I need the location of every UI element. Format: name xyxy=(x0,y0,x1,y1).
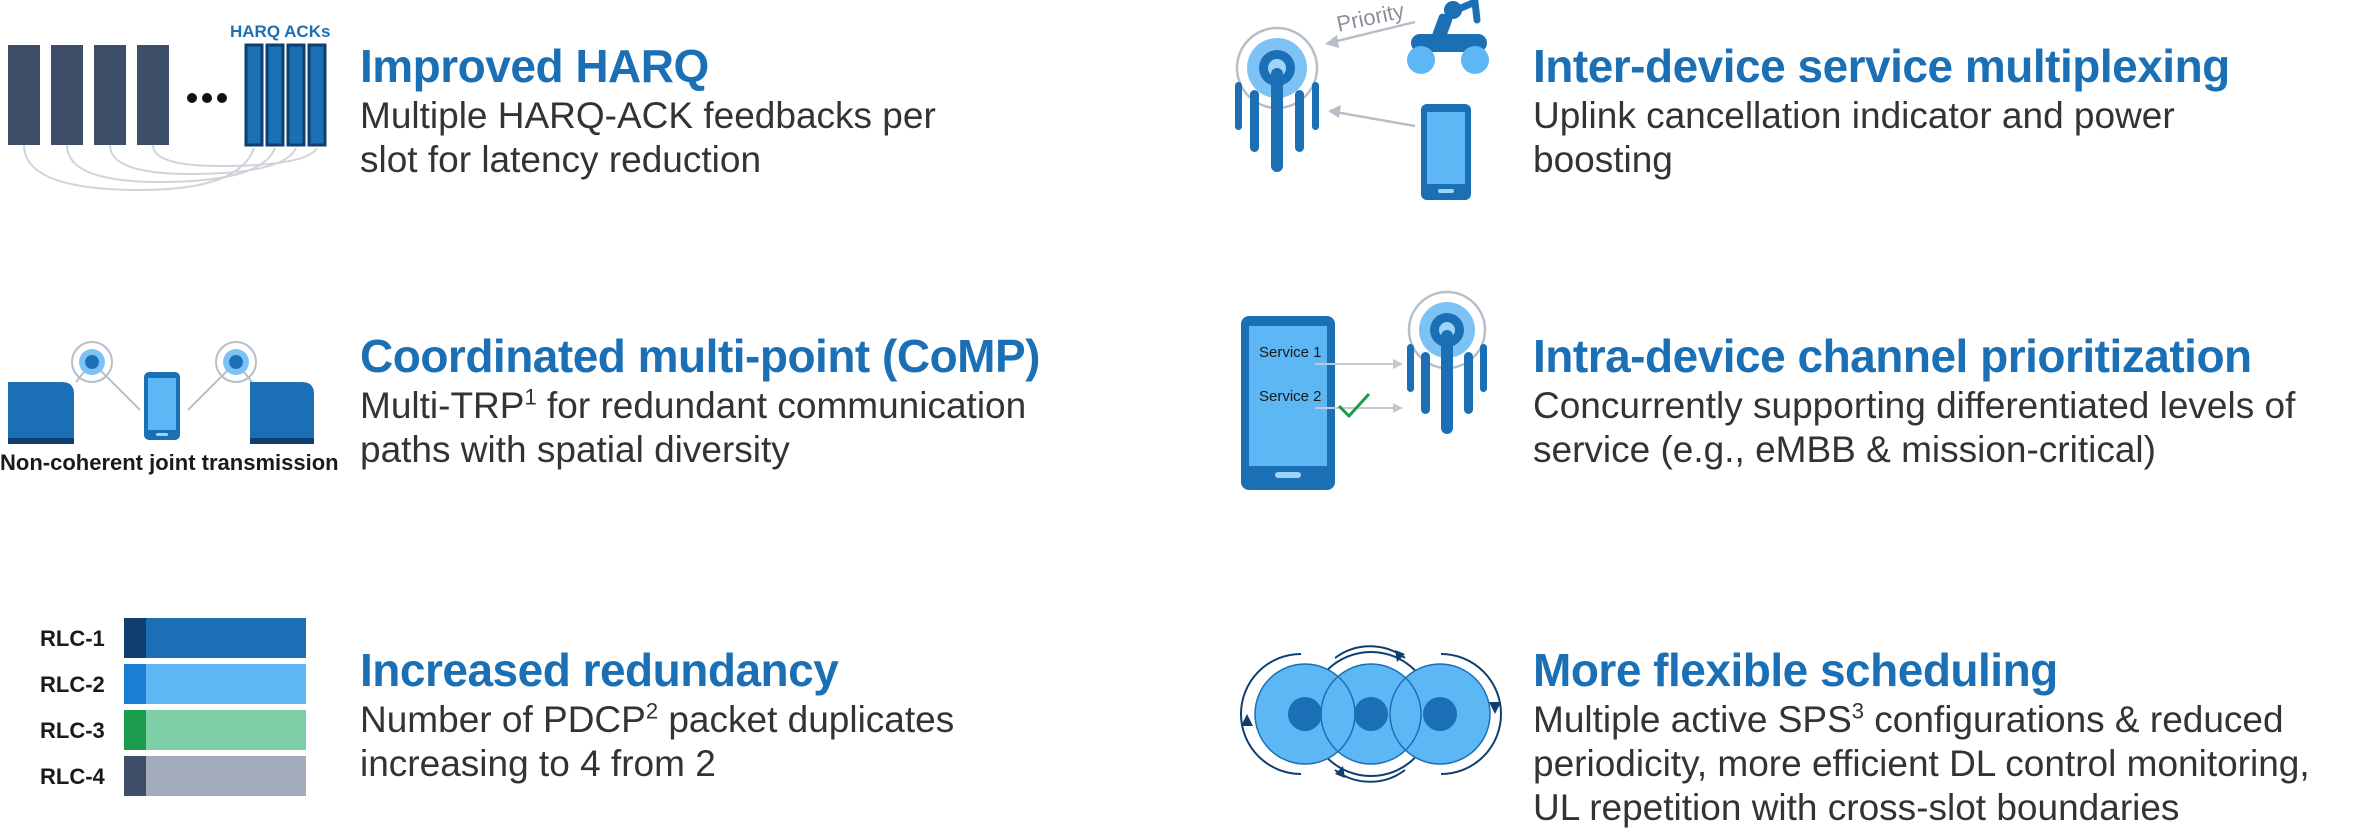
footnote-ref: 3 xyxy=(1851,698,1864,724)
desc-text: Multiple active SPS xyxy=(1533,699,1852,740)
feature-flexible-scheduling: More flexible scheduling Multiple active… xyxy=(1533,642,2343,830)
service-1-label: Service 1 xyxy=(1259,344,1322,361)
feature-improved-harq: Improved HARQ Multiple HARQ-ACK feedback… xyxy=(360,38,1000,182)
feature-desc: Concurrently supporting differentiated l… xyxy=(1533,385,2296,470)
rlc-label: RLC-3 xyxy=(40,718,105,743)
rlc-tab xyxy=(124,664,146,704)
rlc-row: RLC-3 xyxy=(30,710,330,750)
footnote-ref: 2 xyxy=(645,698,659,724)
feature-desc: Multiple active SPS3 configurations & re… xyxy=(1533,698,2343,830)
scheduling-circles-icon xyxy=(1240,645,1502,783)
footnote-ref: 1 xyxy=(524,384,537,410)
comp-caption: Non-coherent joint transmission xyxy=(0,450,339,475)
feature-increased-redundancy: Increased redundancy Number of PDCP2 pac… xyxy=(360,642,1060,786)
rlc-label: RLC-2 xyxy=(40,672,105,697)
feature-inter-device-multiplexing: Inter-device service multiplexing Uplink… xyxy=(1533,38,2253,182)
rlc-row: RLC-1 xyxy=(30,618,330,658)
harq-acks-label: HARQ ACKs xyxy=(230,22,330,41)
rlc-bar xyxy=(146,618,306,658)
rlc-label: RLC-4 xyxy=(40,764,105,789)
feature-title: Increased redundancy xyxy=(360,644,839,696)
rlc-tab xyxy=(124,756,146,796)
antenna-priority-icon: Priority xyxy=(1235,0,1489,200)
feature-desc: Multi-TRP1 for redundant communication p… xyxy=(360,384,1120,472)
rlc-bar xyxy=(146,710,306,750)
rlc-bar xyxy=(146,756,306,796)
feature-title: Inter-device service multiplexing xyxy=(1533,40,2230,92)
feature-desc: Multiple HARQ-ACK feedbacks per slot for… xyxy=(360,95,936,180)
feature-title: Improved HARQ xyxy=(360,40,709,92)
service-2-label: Service 2 xyxy=(1259,388,1322,405)
rlc-row: RLC-4 xyxy=(30,756,330,796)
feature-title: More flexible scheduling xyxy=(1533,644,2058,696)
phone-services-icon: Service 1 Service 2 xyxy=(1241,290,1487,490)
rlc-tab xyxy=(124,618,146,658)
feature-title: Coordinated multi-point (CoMP) xyxy=(360,330,1041,382)
rlc-bar xyxy=(146,664,306,704)
desc-text: for redundant communication paths with s… xyxy=(360,385,1027,470)
rlc-label: RLC-1 xyxy=(40,626,105,651)
rlc-tab xyxy=(124,710,146,750)
feature-desc: Number of PDCP2 packet duplicates increa… xyxy=(360,698,1060,786)
comp-transmission-icon: Non-coherent joint transmission xyxy=(0,330,340,480)
feature-title: Intra-device channel prioritization xyxy=(1533,330,2252,382)
desc-text: Number of PDCP xyxy=(360,699,646,740)
feature-intra-device-prioritization: Intra-device channel prioritization Conc… xyxy=(1533,328,2333,472)
feature-desc: Uplink cancellation indicator and power … xyxy=(1533,95,2175,180)
harq-slots-icon: HARQ ACKs xyxy=(8,22,330,192)
desc-text: configurations & reduced periodicity, mo… xyxy=(1533,699,2310,828)
rlc-row: RLC-2 xyxy=(30,664,330,704)
feature-comp: Coordinated multi-point (CoMP) Multi-TRP… xyxy=(360,328,1120,472)
desc-text: packet duplicates increasing to 4 from 2 xyxy=(360,699,955,784)
rlc-bars-icon: RLC-1 RLC-2 RLC-3 RLC-4 xyxy=(30,614,330,804)
desc-text: Multi-TRP xyxy=(360,385,525,426)
priority-label: Priority xyxy=(1334,0,1406,37)
